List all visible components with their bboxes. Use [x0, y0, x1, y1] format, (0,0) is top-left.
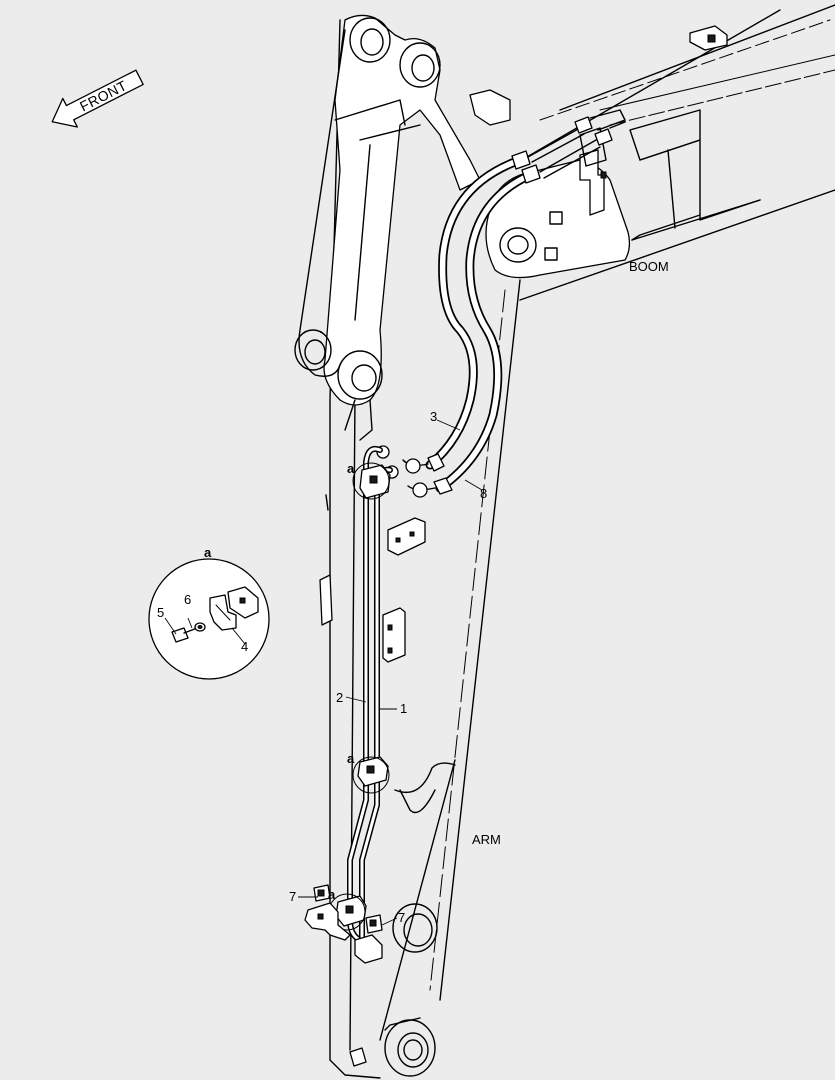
boom-label: BOOM	[629, 259, 669, 274]
detail-marker-lower: a	[328, 887, 336, 902]
pipe-assembly	[304, 445, 393, 964]
callout-7-right: 7	[398, 910, 405, 925]
callout-8: 8	[480, 486, 487, 501]
callout-2: 2	[336, 690, 343, 705]
callout-4: 4	[241, 639, 248, 654]
callout-6: 6	[184, 592, 191, 607]
callout-1: 1	[400, 701, 407, 716]
hose-assembly	[376, 109, 626, 498]
callout-3: 3	[430, 409, 437, 424]
arm-label: ARM	[472, 832, 501, 847]
boom-structure	[469, 4, 835, 301]
clamp-middle	[357, 756, 389, 787]
detail-marker-middle: a	[347, 751, 355, 766]
arm-structure	[294, 14, 521, 1079]
callout-5: 5	[157, 605, 164, 620]
clamp-upper	[359, 464, 391, 499]
callout-7-left: 7	[289, 889, 296, 904]
detail-marker-upper: a	[347, 461, 355, 476]
front-arrow: FRONT	[51, 69, 144, 128]
leader-lines	[298, 419, 483, 926]
detail-view-a	[148, 558, 270, 680]
detail-title: a	[204, 545, 212, 560]
